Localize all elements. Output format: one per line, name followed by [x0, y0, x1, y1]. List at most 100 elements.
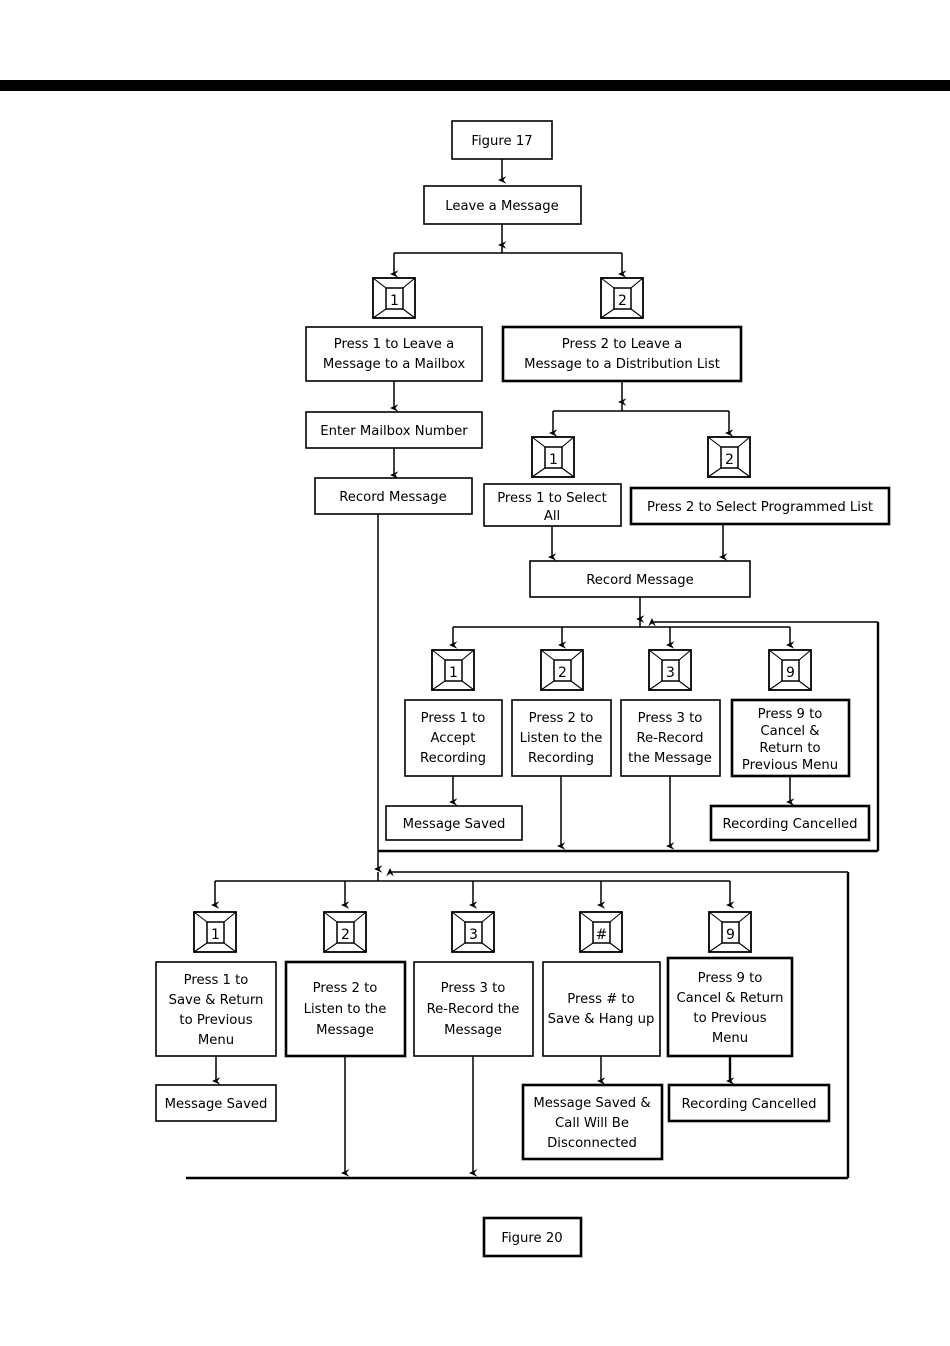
mid2-line2: Listen to the	[520, 731, 603, 746]
botdisc-line1: Message Saved &	[533, 1096, 650, 1111]
node-bot-recording-cancelled: Recording Cancelled	[667, 1083, 831, 1123]
node-press1-select-all: Press 1 to Select All	[483, 483, 622, 527]
press1-select-all-line1: Press 1 to Select	[497, 491, 607, 506]
key-1-dist-label: 1	[549, 452, 558, 468]
key-3-mid-label: 3	[666, 665, 675, 681]
bot9-line2: Cancel & Return	[676, 991, 783, 1006]
leave-a-message-label: Leave a Message	[445, 199, 559, 214]
bot2-line2: Listen to the	[304, 1002, 387, 1017]
keypad-key-2-mid[interactable]: 2	[540, 649, 584, 691]
keypad-key-3-mid[interactable]: 3	[648, 649, 692, 691]
key-1-mid-label: 1	[449, 665, 458, 681]
keypad-key-2-top[interactable]: 2	[600, 277, 644, 319]
keypad-key-hash-bot[interactable]: #	[579, 911, 623, 953]
mid9-line3: Return to	[759, 741, 820, 756]
bothash-line2: Save & Hang up	[548, 1012, 655, 1027]
node-figure17: Figure 17	[451, 120, 553, 160]
node-record-message-mid: Record Message	[529, 560, 751, 598]
keypad-key-9-mid[interactable]: 9	[768, 649, 812, 691]
header-rule	[0, 80, 950, 91]
keypad-key-9-bot[interactable]: 9	[708, 911, 752, 953]
press1-mailbox-line1: Press 1 to Leave a	[334, 337, 454, 352]
node-mid-press2-listen: Press 2 to Listen to the Recording	[511, 699, 612, 777]
botdisc-line2: Call Will Be	[555, 1116, 629, 1131]
node-bot-press3-rerecord: Press 3 to Re-Record the Message	[413, 961, 534, 1057]
mid-recording-cancelled-label: Recording Cancelled	[723, 817, 858, 832]
key-9-mid-label: 9	[786, 665, 795, 681]
keypad-key-1-top[interactable]: 1	[372, 277, 416, 319]
node-mid-press3-rerecord: Press 3 to Re-Record the Message	[620, 699, 721, 777]
node-mid-message-saved: Message Saved	[385, 805, 523, 841]
bot3-line3: Message	[444, 1023, 502, 1038]
key-1-top-label: 1	[390, 293, 399, 309]
bot9-line4: Menu	[712, 1031, 748, 1046]
press2-prog-list-label: Press 2 to Select Programmed List	[647, 500, 873, 515]
keypad-key-1-distribution[interactable]: 1	[531, 436, 575, 478]
keypad-key-1-mid[interactable]: 1	[431, 649, 475, 691]
bot1-line4: Menu	[198, 1033, 234, 1048]
bot1-line1: Press 1 to	[184, 973, 249, 988]
bot1-line3: to Previous	[179, 1013, 252, 1028]
mid1-line2: Accept	[431, 731, 476, 746]
node-press2-distribution-list: Press 2 to Leave a Message to a Distribu…	[501, 325, 743, 383]
node-bot-presshash-save-hangup: Press # to Save & Hang up	[542, 961, 661, 1057]
node-mid-recording-cancelled: Recording Cancelled	[709, 804, 871, 842]
press2-dist-line1: Press 2 to Leave a	[562, 337, 682, 352]
key-hash-bot-label: #	[596, 927, 608, 943]
mid9-line4: Previous Menu	[742, 758, 838, 773]
botdisc-line3: Disconnected	[547, 1136, 637, 1151]
key-2-dist-label: 2	[725, 452, 734, 468]
mid2-line1: Press 2 to	[529, 711, 594, 726]
figure20-label: Figure 20	[501, 1231, 562, 1246]
figure17-label: Figure 17	[471, 134, 532, 149]
keypad-key-2-distribution[interactable]: 2	[707, 436, 751, 478]
node-figure20: Figure 20	[482, 1216, 583, 1258]
node-record-message-left: Record Message	[314, 477, 473, 515]
mid3-line2: Re-Record	[636, 731, 703, 746]
key-2-bot-label: 2	[341, 927, 350, 943]
key-2-top-label: 2	[618, 293, 627, 309]
key-9-bot-label: 9	[726, 927, 735, 943]
node-mid-press9-cancel: Press 9 to Cancel & Return to Previous M…	[730, 698, 851, 778]
bot9-line3: to Previous	[693, 1011, 766, 1026]
mid2-line3: Recording	[528, 751, 594, 766]
keypad-key-3-bot[interactable]: 3	[451, 911, 495, 953]
mid9-line1: Press 9 to	[758, 707, 823, 722]
record-message-mid-label: Record Message	[586, 573, 694, 588]
bot3-line1: Press 3 to	[441, 981, 506, 996]
node-enter-mailbox-number: Enter Mailbox Number	[305, 411, 483, 449]
press1-select-all-line2: All	[544, 509, 560, 524]
bothash-line1: Press # to	[567, 992, 634, 1007]
mid-message-saved-label: Message Saved	[403, 817, 506, 832]
node-bot-message-saved: Message Saved	[155, 1084, 277, 1122]
record-message-left-label: Record Message	[339, 490, 447, 505]
mid9-line2: Cancel &	[760, 724, 819, 739]
enter-mailbox-label: Enter Mailbox Number	[320, 424, 468, 439]
bot2-line3: Message	[316, 1023, 374, 1038]
bot9-line1: Press 9 to	[698, 971, 763, 986]
node-press2-programmed-list: Press 2 to Select Programmed List	[629, 486, 891, 526]
node-press1-mailbox: Press 1 to Leave a Message to a Mailbox	[305, 326, 483, 382]
mid3-line1: Press 3 to	[638, 711, 703, 726]
keypad-key-2-bot[interactable]: 2	[323, 911, 367, 953]
node-bot-message-saved-disconnected: Message Saved & Call Will Be Disconnecte…	[521, 1083, 664, 1161]
press1-mailbox-line2: Message to a Mailbox	[323, 357, 466, 372]
bot2-line1: Press 2 to	[313, 981, 378, 996]
node-leave-a-message: Leave a Message	[423, 185, 582, 225]
key-1-bot-label: 1	[211, 927, 220, 943]
keypad-key-1-bot[interactable]: 1	[193, 911, 237, 953]
press2-dist-line2: Message to a Distribution List	[524, 357, 720, 372]
mid1-line1: Press 1 to	[421, 711, 486, 726]
node-mid-press1-accept: Press 1 to Accept Recording	[404, 699, 503, 777]
node-bot-press1-save-return: Press 1 to Save & Return to Previous Men…	[155, 961, 277, 1057]
key-2-mid-label: 2	[558, 665, 567, 681]
bot3-line2: Re-Record the	[427, 1002, 520, 1017]
key-3-bot-label: 3	[469, 927, 478, 943]
node-bot-press2-listen: Press 2 to Listen to the Message	[284, 960, 407, 1058]
mid1-line3: Recording	[420, 751, 486, 766]
bot1-line2: Save & Return	[169, 993, 264, 1008]
node-bot-press9-cancel: Press 9 to Cancel & Return to Previous M…	[666, 956, 794, 1058]
bot-recording-cancelled-label: Recording Cancelled	[682, 1097, 817, 1112]
